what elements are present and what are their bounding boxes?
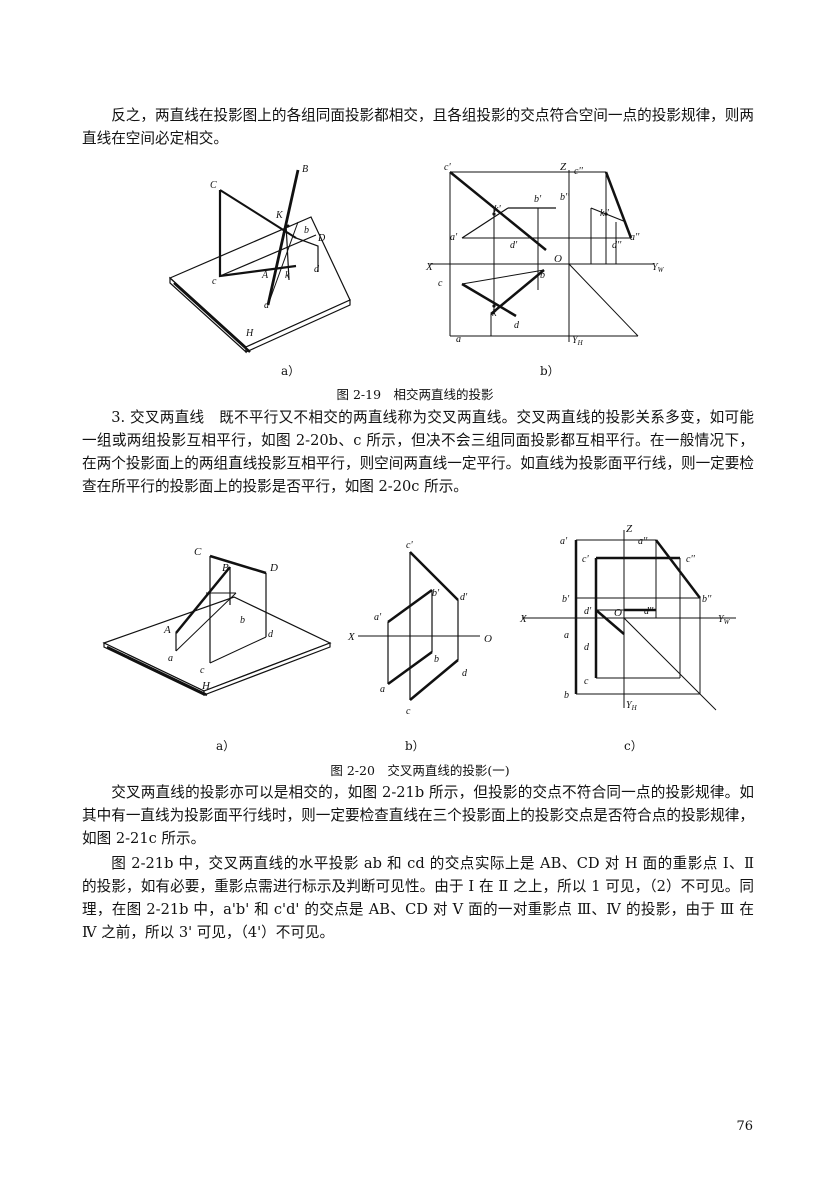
label-X: X (519, 613, 528, 625)
label-K: K (275, 210, 284, 221)
label-b-prime: b' (432, 588, 440, 599)
paragraph-intersecting-lines: 反之，两直线在投影图上的各组同面投影都相交，且各组投影的交点符合空间一点的投影规… (82, 107, 754, 147)
label-d: d (584, 642, 590, 653)
fig20-sub-b: b） (405, 739, 425, 753)
label-c: c (200, 665, 205, 676)
label-d-horizontal: d (514, 320, 520, 331)
label-b: b (240, 615, 245, 626)
label-d: d (268, 629, 274, 640)
fig20-sub-a: a） (216, 739, 236, 753)
label-YW: YW (718, 614, 731, 626)
label-a-prime: a' (450, 232, 458, 243)
fig19-caption: 图 2-19 相交两直线的投影 (336, 387, 494, 402)
label-d: d (314, 264, 320, 275)
label-Z: Z (560, 161, 567, 173)
label-C: C (194, 546, 202, 558)
label-b: b (304, 225, 309, 236)
label-c-prime: c' (444, 162, 451, 173)
label-C: C (210, 180, 217, 191)
label-k-horizontal: k (492, 308, 497, 319)
fig19-sub-b: b） (540, 364, 560, 378)
paragraph-overlap-points: 图 2-21b 中，交叉两直线的水平投影 ab 和 cd 的交点实际上是 AB、… (82, 855, 754, 941)
label-YH: YH (626, 700, 638, 712)
label-c-prime: c' (406, 540, 413, 551)
figure-2-19a-isometric: B C K b D c A k d a H (168, 164, 351, 354)
page-number: 76 (736, 1119, 753, 1134)
label-d-dprime: d'' (612, 240, 622, 251)
label-b-prime: b' (534, 194, 542, 205)
label-k-dprime: k'' (600, 208, 610, 219)
label-c-dprime: c'' (574, 166, 584, 177)
label-d-prime: d' (584, 606, 592, 617)
label-a: a (564, 630, 569, 641)
label-a-dprime: a'' (638, 536, 648, 547)
label-X: X (425, 261, 434, 273)
label-a: a (168, 653, 173, 664)
label-A: A (261, 270, 269, 281)
label-B: B (302, 164, 308, 175)
label-c-dprime: c'' (686, 554, 696, 565)
label-O: O (554, 253, 562, 265)
figure-2-20c-three-view: a' Z a'' c' c'' b' b'' d' O d'' X YW a d… (519, 523, 736, 712)
label-k: k (285, 270, 290, 281)
label-b: b (434, 654, 439, 665)
label-a-prime: a' (374, 612, 382, 623)
label-a: a (264, 300, 269, 311)
fig20-sub-c: c） (624, 739, 643, 753)
label-Z: Z (626, 523, 633, 535)
label-b-dprime: b'' (702, 594, 712, 605)
label-YW: YW (652, 262, 665, 274)
figure-2-19b-three-view: c' Z c'' b' b'' k' k'' a' d' a'' d'' X O… (425, 161, 665, 347)
figure-2-20a-isometric: C B D A b d a c H (102, 546, 332, 697)
label-d-prime: d' (460, 592, 468, 603)
label-c: c (406, 706, 411, 717)
label-b-dprime: b'' (560, 192, 570, 203)
label-D: D (269, 562, 278, 574)
label-a-horizontal: a (456, 334, 461, 345)
label-O: O (484, 633, 492, 645)
paragraph-skew-lines: 3. 交叉两直线 既不平行又不相交的两直线称为交叉两直线。交叉两直线的投影关系多… (82, 409, 754, 495)
label-A: A (163, 624, 171, 636)
label-b-horizontal: b (540, 270, 545, 281)
label-d-prime: d' (510, 240, 518, 251)
paragraph-skew-intersect: 交叉两直线的投影亦可以是相交的，如图 2-21b 所示，但投影的交点不符合同一点… (82, 784, 754, 847)
fig20-caption: 图 2-20 交叉两直线的投影(一) (330, 763, 510, 778)
label-d: d (462, 668, 468, 679)
label-B: B (222, 562, 229, 574)
label-H: H (201, 680, 211, 692)
label-b: b (564, 690, 569, 701)
label-c: c (584, 676, 589, 687)
label-c-horizontal: c (438, 278, 443, 289)
figure-2-20b-two-view: c' b' d' a' X O b d a c (347, 540, 492, 717)
label-X: X (347, 631, 356, 643)
label-a-dprime: a'' (630, 232, 640, 243)
label-D: D (317, 233, 326, 244)
label-d-dprime: d'' (644, 606, 654, 617)
fig19-sub-a: a） (281, 364, 301, 378)
label-b-prime: b' (562, 594, 570, 605)
label-H: H (245, 328, 254, 339)
label-c: c (212, 276, 217, 287)
label-c-prime: c' (582, 554, 589, 565)
label-O: O (614, 607, 622, 619)
label-YH: YH (572, 335, 584, 347)
label-k-prime: k' (494, 204, 501, 215)
label-a-prime: a' (560, 536, 568, 547)
label-a: a (380, 684, 385, 695)
